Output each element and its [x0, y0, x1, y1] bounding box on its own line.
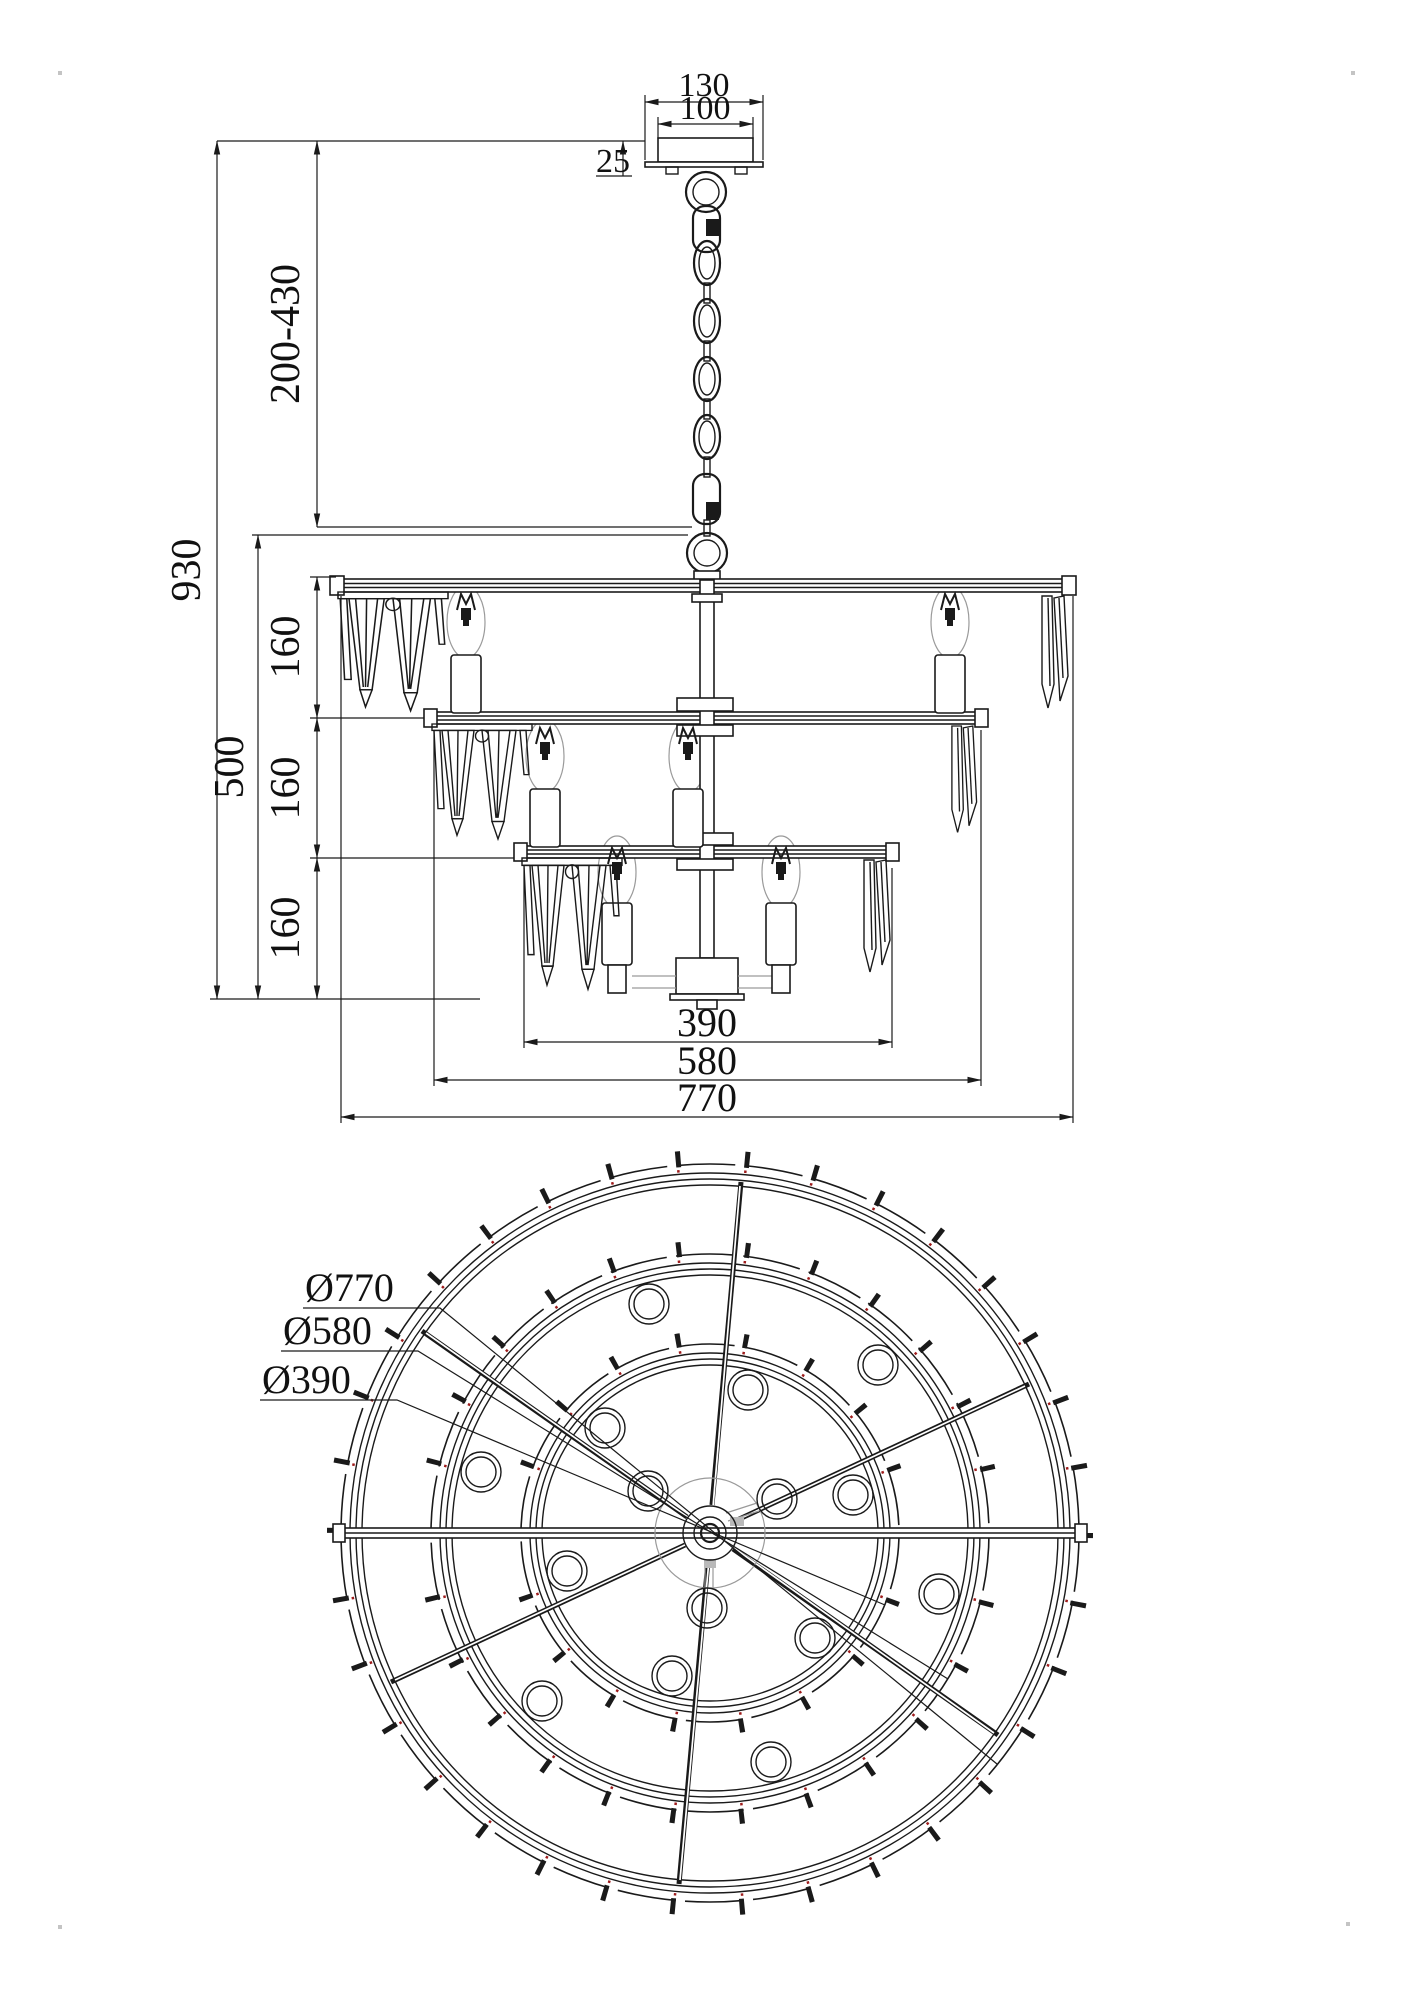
carabiner: [691, 472, 722, 526]
dim-canopy-inner-label: 100: [680, 90, 731, 127]
dim-tier2-height-label: 160: [263, 757, 309, 820]
dim-body-height-label: 500: [207, 736, 253, 799]
candle-bulb: [601, 902, 633, 966]
hanging-ring: [685, 531, 729, 575]
candle-bulb: [765, 902, 797, 966]
plan-view: Ø770 Ø580 Ø390: [260, 1150, 1093, 1916]
plan-view-dimensions: Ø770 Ø580 Ø390: [260, 1265, 998, 1765]
dim-canopy-outer-label: 130: [679, 67, 730, 104]
carabiner: [691, 204, 722, 254]
dia-outer-label: Ø770: [305, 1265, 394, 1310]
suspension-chain: [684, 170, 729, 581]
dim-suspension-range-label: 200-430: [263, 264, 309, 404]
dim-overall-height-label: 930: [164, 539, 210, 602]
registration-marks: [58, 71, 1355, 1929]
dim-tier1-height-label: 160: [263, 616, 309, 679]
dim-inner-width-label: 390: [677, 1000, 737, 1045]
candle-bulb: [672, 788, 704, 848]
candle-bulb: [529, 788, 561, 848]
dim-middle-width-label: 580: [677, 1038, 737, 1083]
bottom-hub: [675, 957, 739, 995]
ceiling-canopy: [644, 137, 764, 175]
chain-link: [692, 239, 722, 287]
dia-middle-label: Ø580: [283, 1308, 372, 1353]
side-view-dimensions: 130 100 25 930 200-430 500 160 160 160 3…: [164, 67, 1074, 1123]
dia-inner-label: Ø390: [262, 1357, 351, 1402]
candle-bulb: [450, 654, 482, 714]
hanging-ring: [684, 170, 728, 214]
plan-spokes: [389, 1181, 1031, 1885]
candle-bulb: [934, 654, 966, 714]
chain-link: [692, 413, 722, 461]
dim-canopy-height-label: 25: [596, 143, 630, 180]
chain-link: [692, 297, 722, 345]
side-view: 130 100 25 930 200-430 500 160 160 160 3…: [164, 67, 1077, 1123]
dim-outer-width-label: 770: [677, 1075, 737, 1120]
candle-bulbs: [450, 593, 966, 994]
center-stem: [632, 579, 772, 1010]
plan-support-bar: [332, 1523, 1088, 1543]
dim-tier3-height-label: 160: [263, 897, 309, 960]
chain-link: [692, 355, 722, 403]
